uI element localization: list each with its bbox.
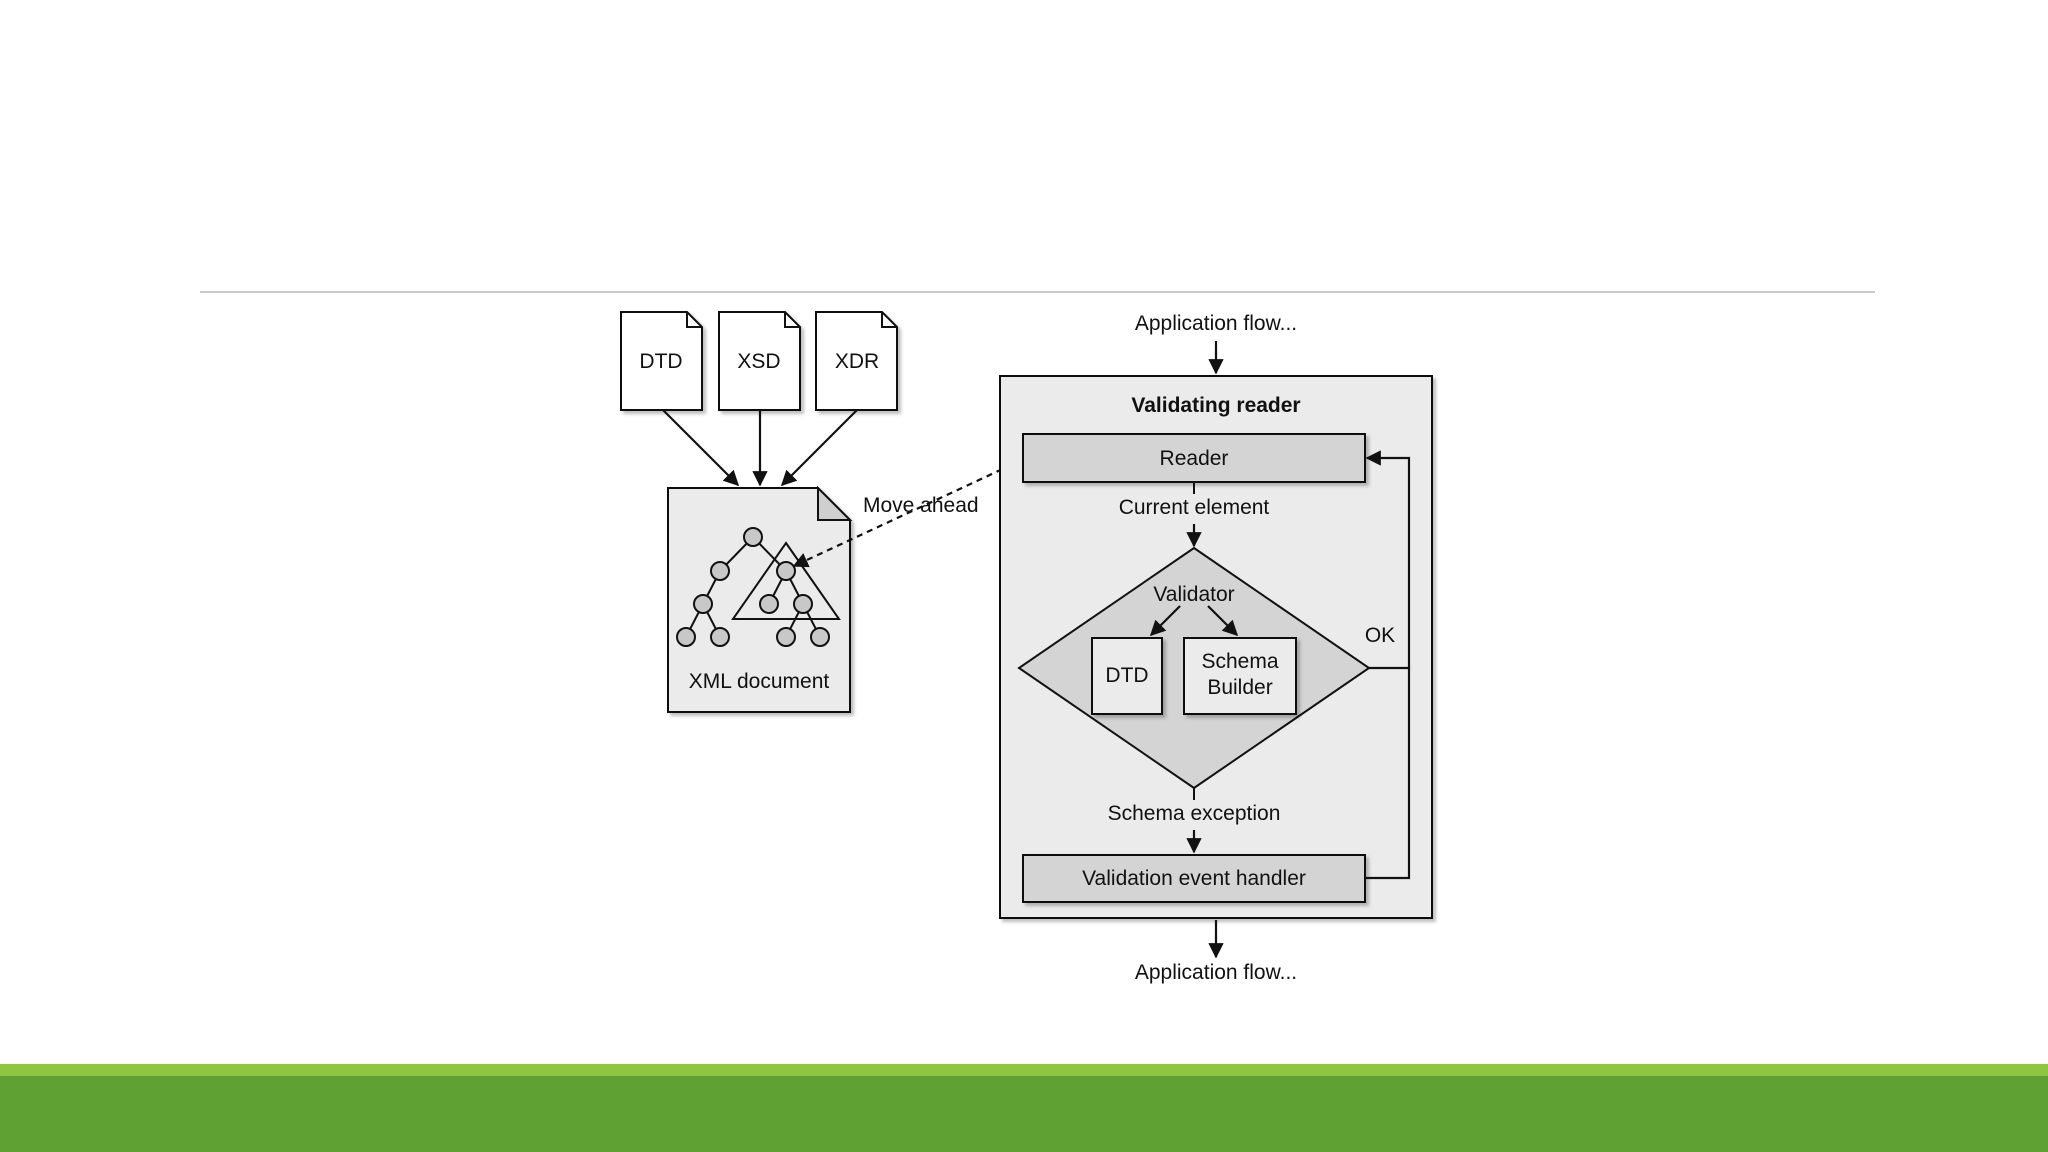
xdr-doc-label: XDR: [835, 350, 879, 373]
validator-label: Validator: [1153, 583, 1234, 606]
dtd-doc-icon: DTD: [620, 311, 703, 411]
footer-bar: [0, 1076, 2048, 1152]
xml-tree-icon: [676, 527, 841, 647]
reader-box: [1022, 433, 1366, 483]
validator-to-schema-arrow: [1207, 605, 1239, 637]
handler-loop-line: [1365, 668, 1411, 880]
xdr-doc-icon: XDR: [815, 311, 898, 411]
xml-document-icon: XML document: [667, 485, 853, 713]
schema-builder-box: [1183, 637, 1297, 715]
validating-reader-title: Validating reader: [1131, 394, 1300, 417]
validator-to-dtd-arrow: [1149, 605, 1181, 637]
xsd-doc-icon: XSD: [718, 311, 801, 411]
schema-exception-label: Schema exception: [1108, 802, 1281, 825]
slide-divider-line: [200, 291, 1875, 293]
schema-builder-line1: Schema: [1201, 650, 1278, 673]
validation-handler-label: Validation event handler: [1082, 867, 1306, 890]
app-flow-bottom-label: Application flow...: [1135, 961, 1297, 984]
ok-loop-line: [1365, 450, 1411, 670]
footer-accent-stripe: [0, 1064, 2048, 1076]
arrow-dtd-to-xml: [662, 409, 740, 487]
current-element-label: Current element: [1119, 496, 1270, 519]
app-flow-top-label: Application flow...: [1135, 312, 1297, 335]
validator-dtd-box: [1091, 637, 1163, 715]
xml-document-label: XML document: [689, 670, 830, 693]
dtd-doc-label: DTD: [639, 350, 682, 373]
validator-dtd-label: DTD: [1105, 664, 1148, 687]
move-ahead-arrow: [792, 459, 1023, 568]
move-ahead-label: Move ahead: [863, 494, 979, 517]
reader-label: Reader: [1160, 447, 1229, 470]
ok-label: OK: [1365, 624, 1395, 647]
schema-builder-line2: Builder: [1207, 676, 1272, 699]
xsd-doc-label: XSD: [737, 350, 780, 373]
arrow-xdr-to-xml: [780, 409, 858, 487]
